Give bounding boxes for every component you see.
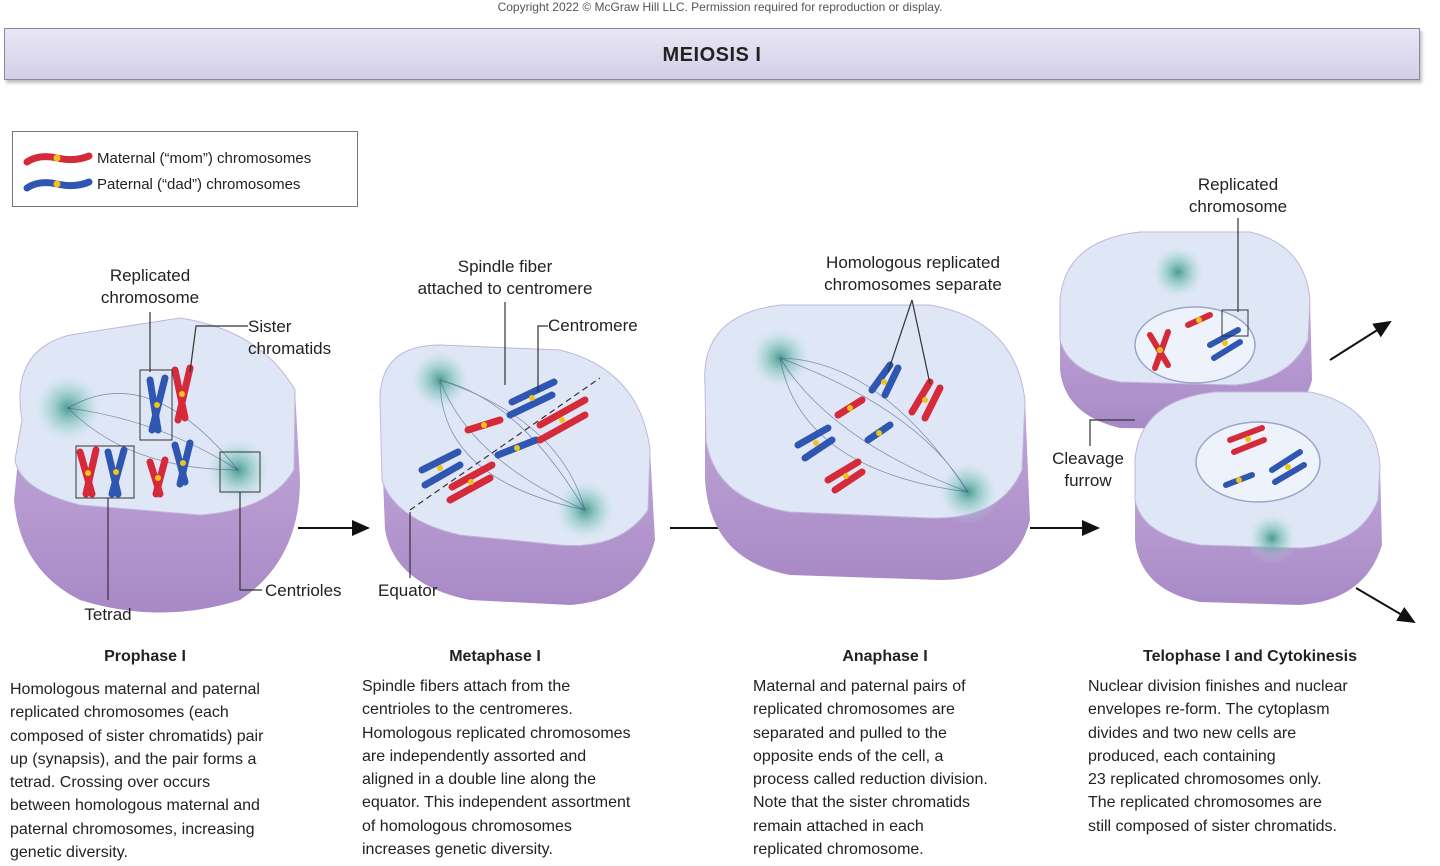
centriole-icon [1150,244,1206,300]
label-centrioles: Centrioles [265,581,342,600]
label-homologous-separate: Homologous replicated chromosomes separa… [800,252,1026,296]
desc-line: Homologous replicated chromosomes [362,724,631,742]
desc-line: Maternal and paternal pairs of [753,678,966,695]
desc-line: replicated chromosomes are [753,701,955,719]
label-line: Replicated [1197,175,1279,194]
paternal-chromosome-icon [23,178,93,192]
desc-line: equator. This independent assortment [362,794,631,812]
label-line: attached to centromere [417,279,593,298]
stage-description-prophase: Homologous maternal and paternal replica… [10,678,340,864]
label-line: Replicated [109,266,191,285]
label-line: furrow [1064,471,1112,490]
stage-description-metaphase: Spindle fibers attach from the centriole… [362,675,712,861]
label-tetrad: Tetrad [84,605,132,624]
label-line: Cleavage [1052,449,1124,468]
metaphase-cell [379,302,655,605]
arrow-icon [1329,320,1392,361]
label-line: Sister [248,317,292,336]
desc-line: genetic diversity. [10,844,128,862]
stage-description-anaphase: Maternal and paternal pairs of replicate… [753,675,1073,861]
desc-line: process called reduction division. [753,771,988,789]
desc-line: between homologous maternal and [10,797,260,815]
arrow-icon [1355,587,1416,624]
nucleus [1195,421,1321,503]
desc-line: opposite ends of the cell, a [753,747,944,765]
desc-line: up (synapsis), and the pair forms a [10,750,257,768]
desc-line: composed of sister chromatids) pair [10,727,264,745]
legend-item-paternal: Paternal (“dad”) chromosomes [13,174,357,196]
label-line: chromosome [100,288,200,307]
desc-line: divides and two new cells are [1088,724,1297,742]
legend: Maternal (“mom”) chromosomes Paternal (“… [12,131,358,207]
maternal-chromosome-icon [23,152,93,166]
label-equator: Equator [378,581,438,600]
desc-line: separated and pulled to the [753,724,947,742]
desc-line: Note that the sister chromatids [753,794,970,812]
legend-item-maternal: Maternal (“mom”) chromosomes [13,148,357,170]
label-spindle-fiber: Spindle fiber attached to centromere [400,256,610,300]
stage-description-telophase: Nuclear division finishes and nuclear en… [1088,675,1428,838]
desc-line: are independently assorted and [362,747,587,765]
centriole-icon [1246,512,1298,564]
desc-line: Spindle fibers attach from the [362,678,571,695]
label-line: Homologous replicated [826,253,1000,272]
desc-line: tetrad. Crossing over occurs [10,774,211,792]
label-line: Spindle fiber [457,257,553,276]
label-cleavage-furrow: Cleavage furrow [1040,448,1136,492]
stage-title-telophase: Telophase I and Cytokinesis [1143,648,1357,665]
desc-line: centrioles to the centromeres. [362,701,573,719]
label-replicated-chromosome: Replicated chromosome [80,265,220,309]
legend-label-paternal: Paternal (“dad”) chromosomes [97,176,301,193]
desc-line: envelopes re-form. The cytoplasm [1088,701,1330,719]
desc-line: 23 replicated chromosomes only. [1088,771,1322,789]
desc-line: Homologous maternal and paternal [10,681,260,698]
desc-line: produced, each containing [1088,747,1276,765]
desc-line: aligned in a double line along the [362,771,596,789]
anaphase-cell [704,299,1030,580]
label-line: chromatids [248,339,332,358]
desc-line: of homologous chromosomes [362,817,572,835]
desc-line: paternal chromosomes, increasing [10,820,255,838]
stage-title-anaphase: Anaphase I [842,648,928,665]
desc-line: Nuclear division finishes and nuclear [1088,678,1348,695]
label-line: chromosomes separate [824,275,1002,294]
label-centromere: Centromere [548,316,638,335]
prophase-cell [14,312,300,613]
title-banner: MEIOSIS I [4,28,1420,80]
label-line: chromosome [1188,197,1288,216]
copyright-notice: Copyright 2022 © McGraw Hill LLC. Permis… [497,0,943,14]
desc-line: replicated chromosomes (each [10,704,229,722]
label-sister-chromatids: Sister chromatids [248,316,331,360]
legend-label-maternal: Maternal (“mom”) chromosomes [97,150,312,167]
label-replicated-chromosome-telophase: Replicated chromosome [1168,174,1308,218]
desc-line: increases genetic diversity. [362,841,553,859]
stage-title-metaphase: Metaphase I [449,648,541,665]
desc-line: remain attached in each [753,817,924,835]
desc-line: still composed of sister chromatids. [1088,817,1337,835]
stage-title-prophase: Prophase I [104,648,186,665]
page-title: MEIOSIS I [662,44,762,66]
telophase-cells [1059,218,1416,624]
desc-line: replicated chromosome. [753,841,924,859]
desc-line: The replicated chromosomes are [1088,794,1322,812]
